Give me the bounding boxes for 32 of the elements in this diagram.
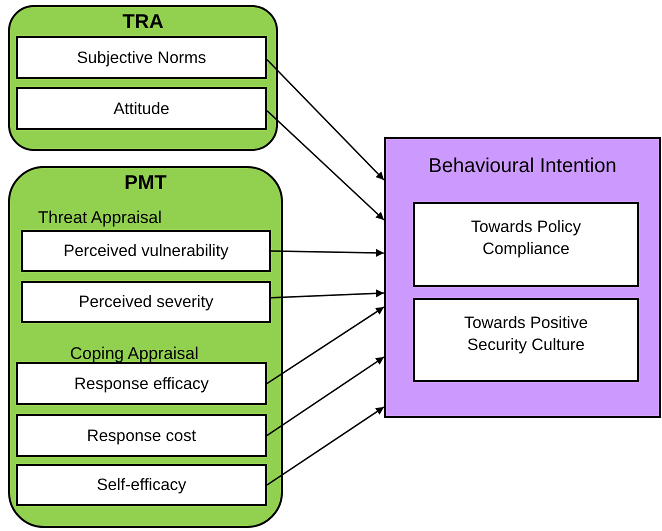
group-title: Behavioural Intention <box>428 155 618 178</box>
arrow <box>266 356 384 436</box>
construct-label: Self-efficacy <box>96 475 188 496</box>
section-heading: Threat Appraisal <box>38 208 162 228</box>
construct-box <box>16 414 267 457</box>
construct-box <box>21 230 271 272</box>
construct-label: Towards Policy Compliance <box>470 217 582 260</box>
intention-box <box>384 137 661 418</box>
construct-label: Perceived vulnerability <box>62 241 230 262</box>
arrow <box>266 306 384 384</box>
construct-label: Response efficacy <box>73 374 210 394</box>
section-heading: Coping Appraisal <box>70 344 199 364</box>
construct-box <box>16 464 267 506</box>
intention-box <box>413 202 639 287</box>
theory-group-box <box>8 5 278 151</box>
construct-box <box>16 36 267 79</box>
construct-box <box>16 87 267 130</box>
arrow <box>270 248 384 257</box>
group-title: TRA <box>121 11 165 34</box>
arrow <box>266 406 384 486</box>
construct-label: Towards Positive Security Culture <box>463 313 589 356</box>
construct-label: Subjective Norms <box>76 48 208 68</box>
construct-box <box>16 362 267 405</box>
construct-label: Response cost <box>86 426 198 446</box>
group-title: PMT <box>123 172 168 195</box>
theory-group-box <box>8 166 283 528</box>
construct-box <box>21 281 271 323</box>
arrow <box>266 110 385 221</box>
arrow <box>270 289 384 299</box>
construct-label: Perceived severity <box>78 292 214 313</box>
intention-box <box>413 298 639 382</box>
construct-label: Attitude <box>112 98 170 120</box>
